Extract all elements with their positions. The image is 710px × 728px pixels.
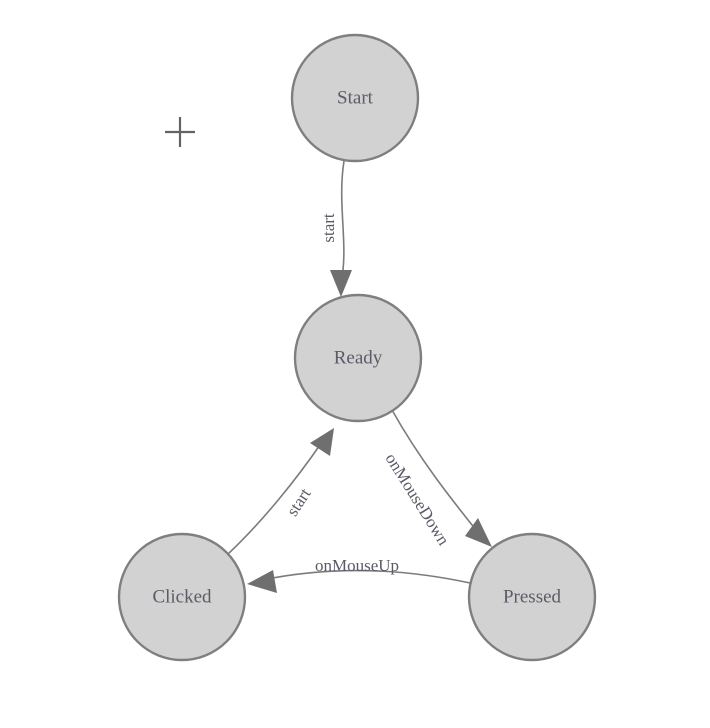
node-pressed-circle	[467, 532, 597, 662]
edge-clicked-to-ready-path	[227, 441, 323, 555]
edge-ready-to-pressed-path	[391, 409, 481, 536]
node-ready[interactable]: Ready	[293, 293, 423, 423]
node-start-label: Start	[337, 87, 374, 108]
edge-start-to-ready-arrowhead	[330, 270, 352, 297]
plus-marker-icon	[165, 117, 195, 147]
node-clicked[interactable]: Clicked	[117, 532, 247, 662]
node-pressed[interactable]: Pressed	[467, 532, 597, 662]
edge-ready-to-pressed[interactable]: onMouseDown	[382, 409, 492, 549]
edge-label-ready-to-pressed: onMouseDown	[382, 450, 454, 549]
edge-clicked-to-ready[interactable]: start	[227, 428, 334, 555]
edge-pressed-to-clicked-arrowhead	[247, 570, 277, 593]
edge-start-to-ready-path	[340, 160, 345, 284]
edge-label-pressed-to-clicked: onMouseUp	[315, 556, 399, 575]
edge-pressed-to-clicked-path	[261, 569, 471, 584]
edge-ready-to-pressed-arrowhead	[465, 518, 492, 547]
edge-pressed-to-clicked[interactable]: onMouseUp	[247, 556, 471, 593]
node-pressed-label: Pressed	[503, 586, 562, 607]
node-clicked-label: Clicked	[152, 586, 212, 607]
edge-start-to-ready[interactable]: start	[319, 160, 352, 297]
node-clicked-circle	[117, 532, 247, 662]
node-start-circle	[290, 33, 420, 163]
node-ready-label: Ready	[334, 347, 383, 368]
node-start[interactable]: Start	[290, 33, 420, 163]
edge-clicked-to-ready-arrowhead	[310, 428, 334, 456]
node-ready-circle	[293, 293, 423, 423]
edge-label-start-to-ready: start	[319, 213, 338, 243]
